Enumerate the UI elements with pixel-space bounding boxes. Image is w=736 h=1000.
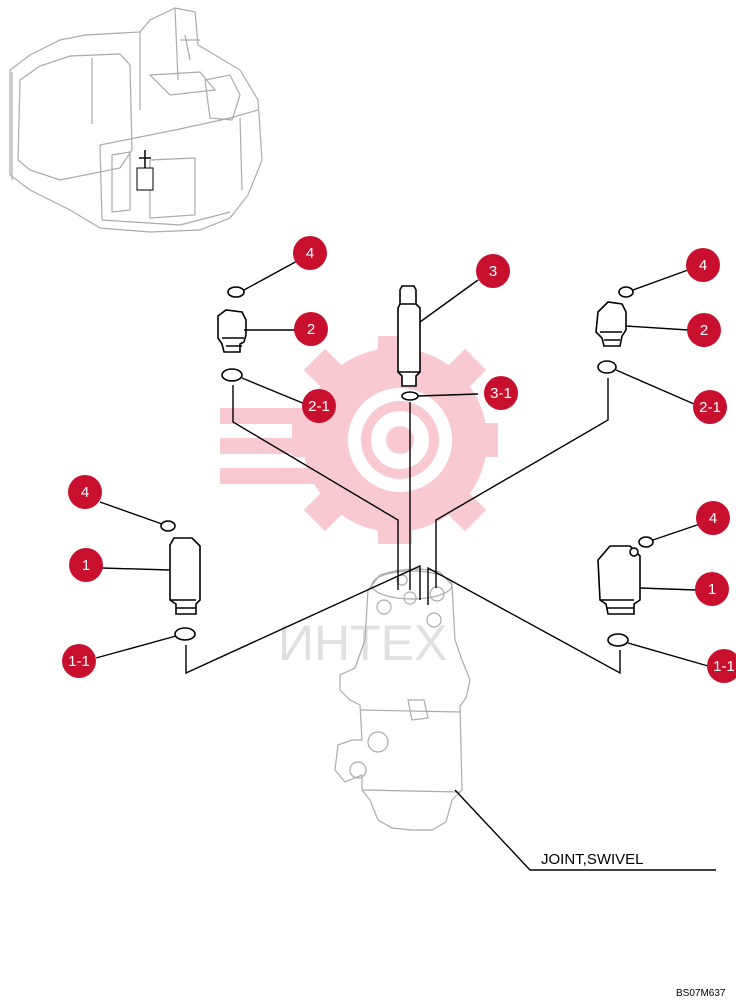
svg-text:2: 2 bbox=[700, 322, 708, 339]
part-2-1-oring-top-left bbox=[221, 368, 243, 382]
callout-leaders bbox=[95, 259, 716, 871]
part-3-1-oring bbox=[401, 391, 419, 401]
callout-top-left-2-1: 2-1 bbox=[302, 389, 336, 423]
svg-text:1-1: 1-1 bbox=[713, 658, 735, 675]
swivel-joint-location-marker bbox=[136, 150, 154, 191]
svg-text:4: 4 bbox=[81, 484, 89, 501]
drawing-code: BS07M637 bbox=[676, 988, 726, 999]
svg-text:2-1: 2-1 bbox=[699, 399, 721, 416]
svg-text:1-1: 1-1 bbox=[68, 653, 90, 670]
svg-text:1: 1 bbox=[82, 557, 90, 574]
callout-right-4: 4 bbox=[696, 501, 730, 535]
svg-text:4: 4 bbox=[699, 257, 707, 274]
part-2-elbow-top-right bbox=[595, 301, 627, 347]
part-1-1-oring-right bbox=[607, 633, 629, 647]
callout-left-1-1: 1-1 bbox=[62, 644, 96, 678]
assembly-label: JOINT,SWIVEL bbox=[541, 851, 644, 868]
part-4-oring-top-right bbox=[618, 286, 634, 298]
swivel-joint-body bbox=[334, 568, 471, 831]
part-1-valve-right bbox=[597, 545, 641, 615]
svg-text:3: 3 bbox=[489, 263, 497, 280]
callout-right-1: 1 bbox=[695, 572, 729, 606]
callout-top-left-2: 2 bbox=[294, 312, 328, 346]
svg-text:2-1: 2-1 bbox=[308, 398, 330, 415]
connection-lines bbox=[185, 378, 621, 675]
svg-text:4: 4 bbox=[306, 245, 314, 262]
callout-top-right-4: 4 bbox=[686, 248, 720, 282]
part-2-elbow-top-left bbox=[217, 309, 247, 353]
callout-top-right-2-1: 2-1 bbox=[693, 390, 727, 424]
svg-text:2: 2 bbox=[307, 321, 315, 338]
svg-text:1: 1 bbox=[708, 581, 716, 598]
callout-top-left-4: 4 bbox=[293, 236, 327, 270]
watermark-gear-icon bbox=[220, 336, 498, 544]
callout-right-1-1: 1-1 bbox=[707, 649, 736, 683]
callout-center-3: 3 bbox=[476, 254, 510, 288]
part-4-oring-left bbox=[160, 520, 176, 532]
svg-text:3-1: 3-1 bbox=[490, 385, 512, 402]
callout-center-3-1: 3-1 bbox=[484, 376, 518, 410]
part-1-1-oring-left bbox=[174, 627, 196, 641]
callout-left-4: 4 bbox=[68, 475, 102, 509]
watermark-text: ИНТЕХ bbox=[278, 615, 447, 671]
part-3-pin bbox=[397, 285, 421, 387]
callout-top-right-2: 2 bbox=[687, 313, 721, 347]
watermark: ИНТЕХ bbox=[220, 336, 498, 671]
callout-left-1: 1 bbox=[69, 548, 103, 582]
part-1-valve-left bbox=[169, 537, 201, 615]
machine-overview bbox=[9, 7, 263, 233]
part-4-oring-right bbox=[638, 536, 654, 548]
part-4-oring-top-left bbox=[227, 286, 245, 298]
svg-text:4: 4 bbox=[709, 510, 717, 527]
part-2-1-oring-top-right bbox=[597, 360, 617, 374]
